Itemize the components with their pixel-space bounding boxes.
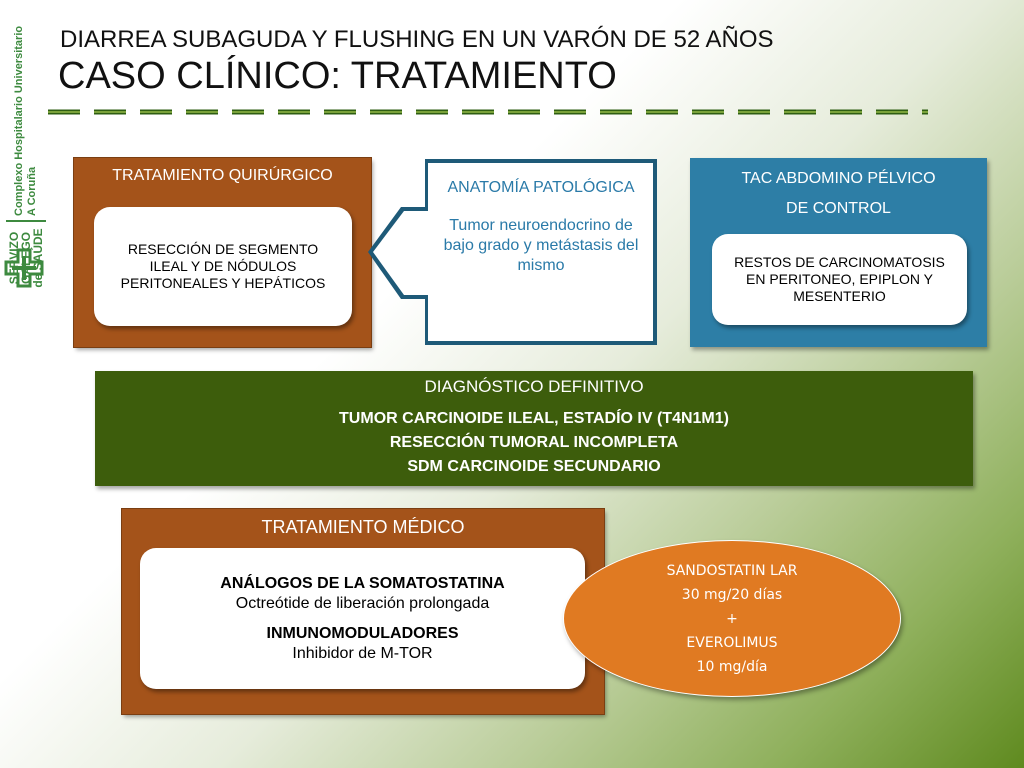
slide-title: CASO CLÍNICO: TRATAMIENTO <box>58 55 617 97</box>
ct-heading-line2: DE CONTROL <box>786 200 891 217</box>
medical-heading: TRATAMIENTO MÉDICO <box>261 517 465 537</box>
logo-line-coruna: A Coruña <box>26 166 38 216</box>
dosage-line4: EVEROLIMUS <box>686 634 778 651</box>
ct-heading: TAC ABDOMINO PÉLVICO DE CONTROL <box>690 164 987 224</box>
diagnosis-heading: DIAGNÓSTICO DEFINITIVO <box>424 377 644 396</box>
diagnosis-body: TUMOR CARCINOIDE ILEAL, ESTADÍO IV (T4N1… <box>95 407 973 479</box>
pathology-text: ANATOMÍA PATOLÓGICA Tumor neuroendocrino… <box>432 178 650 276</box>
pathology-detail: Tumor neuroendocrino de bajo grado y met… <box>443 217 639 274</box>
diagnosis-line1: TUMOR CARCINOIDE ILEAL, ESTADÍO IV (T4N1… <box>339 410 729 427</box>
diagnosis-line3: SDM CARCINOIDE SECUNDARIO <box>407 458 661 475</box>
diagnosis-line2: RESECCIÓN TUMORAL INCOMPLETA <box>389 434 679 451</box>
dosage-line5: 10 mg/día <box>696 658 768 675</box>
dosage-line2: 30 mg/20 días <box>681 586 783 603</box>
medical-item2-detail: Inhibidor de M-TOR <box>292 644 433 662</box>
dosage-ellipse: SANDOSTATIN LAR 30 mg/20 días + EVEROLIM… <box>563 540 901 697</box>
health-cross-icon <box>4 248 44 288</box>
pathology-arrow <box>368 159 657 345</box>
dosage-line3: + <box>726 610 738 627</box>
surgical-heading: TRATAMIENTO QUIRÚRGICO <box>112 167 333 184</box>
ct-heading-line1: TAC ABDOMINO PÉLVICO <box>741 170 936 187</box>
surgical-detail: RESECCIÓN DE SEGMENTO ILEAL Y DE NÓDULOS… <box>94 207 352 326</box>
medical-detail: ANÁLOGOS DE LA SOMATOSTATINA Octreótide … <box>140 548 585 689</box>
medical-item1-title: ANÁLOGOS DE LA SOMATOSTATINA <box>220 574 505 592</box>
ct-detail: RESTOS DE CARCINOMATOSIS EN PERITONEO, E… <box>712 234 967 325</box>
hospital-logo: SERVIZO GALEGO de SAÚDE Complexo Hospita… <box>0 0 52 300</box>
medical-item2-title: INMUNOMODULADORES <box>266 624 459 642</box>
medical-item1-detail: Octreótide de liberación prolongada <box>235 594 490 612</box>
slide-subtitle: DIARREA SUBAGUDA Y FLUSHING EN UN VARÓN … <box>60 26 774 53</box>
diagnosis-box: DIAGNÓSTICO DEFINITIVO TUMOR CARCINOIDE … <box>95 371 973 486</box>
pathology-heading: ANATOMÍA PATOLÓGICA <box>447 179 635 196</box>
dashed-divider <box>48 109 928 115</box>
logo-line-complexo: Complexo Hospitalario Universitario <box>13 25 25 216</box>
logo-text: SERVIZO GALEGO de SAÚDE Complexo Hospita… <box>0 0 52 290</box>
dosage-line1: SANDOSTATIN LAR <box>666 562 798 579</box>
logo-hospital: Complexo Hospitalario Universitario A Co… <box>13 26 39 216</box>
logo-separator <box>6 220 46 222</box>
